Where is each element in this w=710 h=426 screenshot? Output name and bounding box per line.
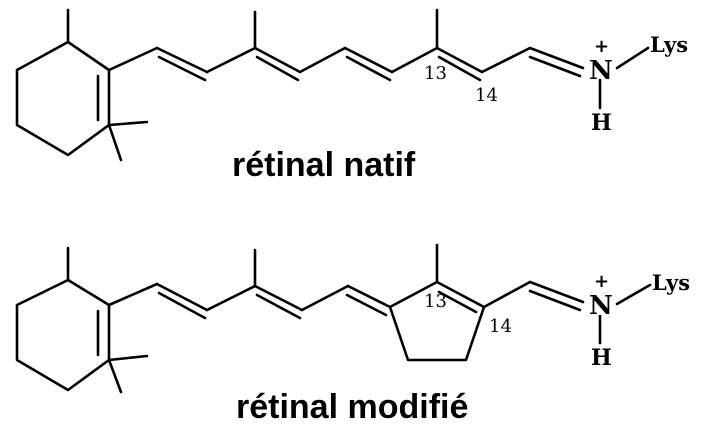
- native-retinal-structure: 13 14 + N H Lys: [15, 8, 688, 162]
- chain-bond: [298, 46, 347, 74]
- native-cyclohexene-ring: [15, 8, 149, 162]
- chain-double-bond-inner: [255, 55, 300, 82]
- ring-bonds: [15, 278, 111, 392]
- modified-polyene-chain: [107, 248, 392, 320]
- chain-double-bond-inner: [157, 55, 207, 82]
- schiff-base-double-bond: [528, 280, 585, 304]
- modified-c13-label: 13: [424, 291, 447, 312]
- native-nitrogen: N: [589, 56, 613, 86]
- gem-methyl-1: [107, 120, 149, 127]
- exocyclic-double-bond-inner: [345, 293, 388, 317]
- chain-double-bond-inner: [157, 291, 207, 320]
- chain-double-bond-inner: [345, 55, 392, 82]
- chain-bond: [107, 46, 159, 72]
- native-c13-label: 13: [424, 63, 447, 84]
- cyclopentene-ring: [388, 243, 486, 362]
- cyclopentene-bonds: [388, 280, 486, 362]
- modified-cyclohexene-ring: [15, 246, 149, 394]
- chain-bond: [480, 46, 532, 74]
- exocyclic-double-bond: [346, 284, 392, 309]
- native-charge: +: [594, 36, 609, 57]
- native-polyene-chain: [107, 8, 650, 110]
- chain-double-bond: [155, 282, 209, 312]
- chain-double-bond: [155, 46, 209, 74]
- schiff-base-double-bond: [528, 46, 585, 70]
- chain-bond: [300, 284, 350, 312]
- c13-c14-double-bond-inner: [437, 55, 482, 82]
- chain-double-bond: [253, 284, 304, 312]
- chain-double-bond: [253, 46, 302, 74]
- n-lys-bond: [615, 46, 650, 70]
- chain-bond: [205, 46, 257, 74]
- c13-c14-double-bond: [435, 46, 484, 74]
- native-caption: rétinal natif: [232, 146, 416, 184]
- gem-methyl-2: [107, 123, 123, 162]
- chain-bond: [482, 280, 532, 309]
- modified-lysine: Lys: [652, 270, 690, 295]
- native-hydrogen: H: [591, 110, 612, 136]
- modified-schiff-base: [482, 280, 652, 345]
- modified-retinal-structure: 13 14 + N H Lys: [15, 243, 690, 394]
- chain-bond: [205, 284, 257, 312]
- chain-bond: [390, 46, 439, 74]
- native-c14-label: 14: [475, 85, 498, 106]
- chain-double-bond: [343, 46, 394, 74]
- modified-caption: rétinal modifié: [236, 388, 468, 426]
- chain-bond: [107, 282, 159, 307]
- native-lysine: Lys: [650, 32, 688, 57]
- modified-nitrogen: N: [589, 291, 613, 321]
- n-lys-bond: [615, 283, 652, 306]
- ring-bonds: [15, 40, 111, 157]
- modified-hydrogen: H: [591, 345, 612, 371]
- modified-c14-label: 14: [489, 316, 512, 337]
- c13-c14-double-bond: [437, 290, 478, 314]
- gem-methyl-1: [107, 354, 149, 362]
- schiff-base-double-bond-inner: [528, 289, 582, 312]
- modified-charge: +: [594, 271, 609, 292]
- gem-methyl-2: [107, 358, 123, 394]
- schiff-base-double-bond-inner: [528, 55, 582, 78]
- chain-double-bond-inner: [255, 293, 302, 320]
